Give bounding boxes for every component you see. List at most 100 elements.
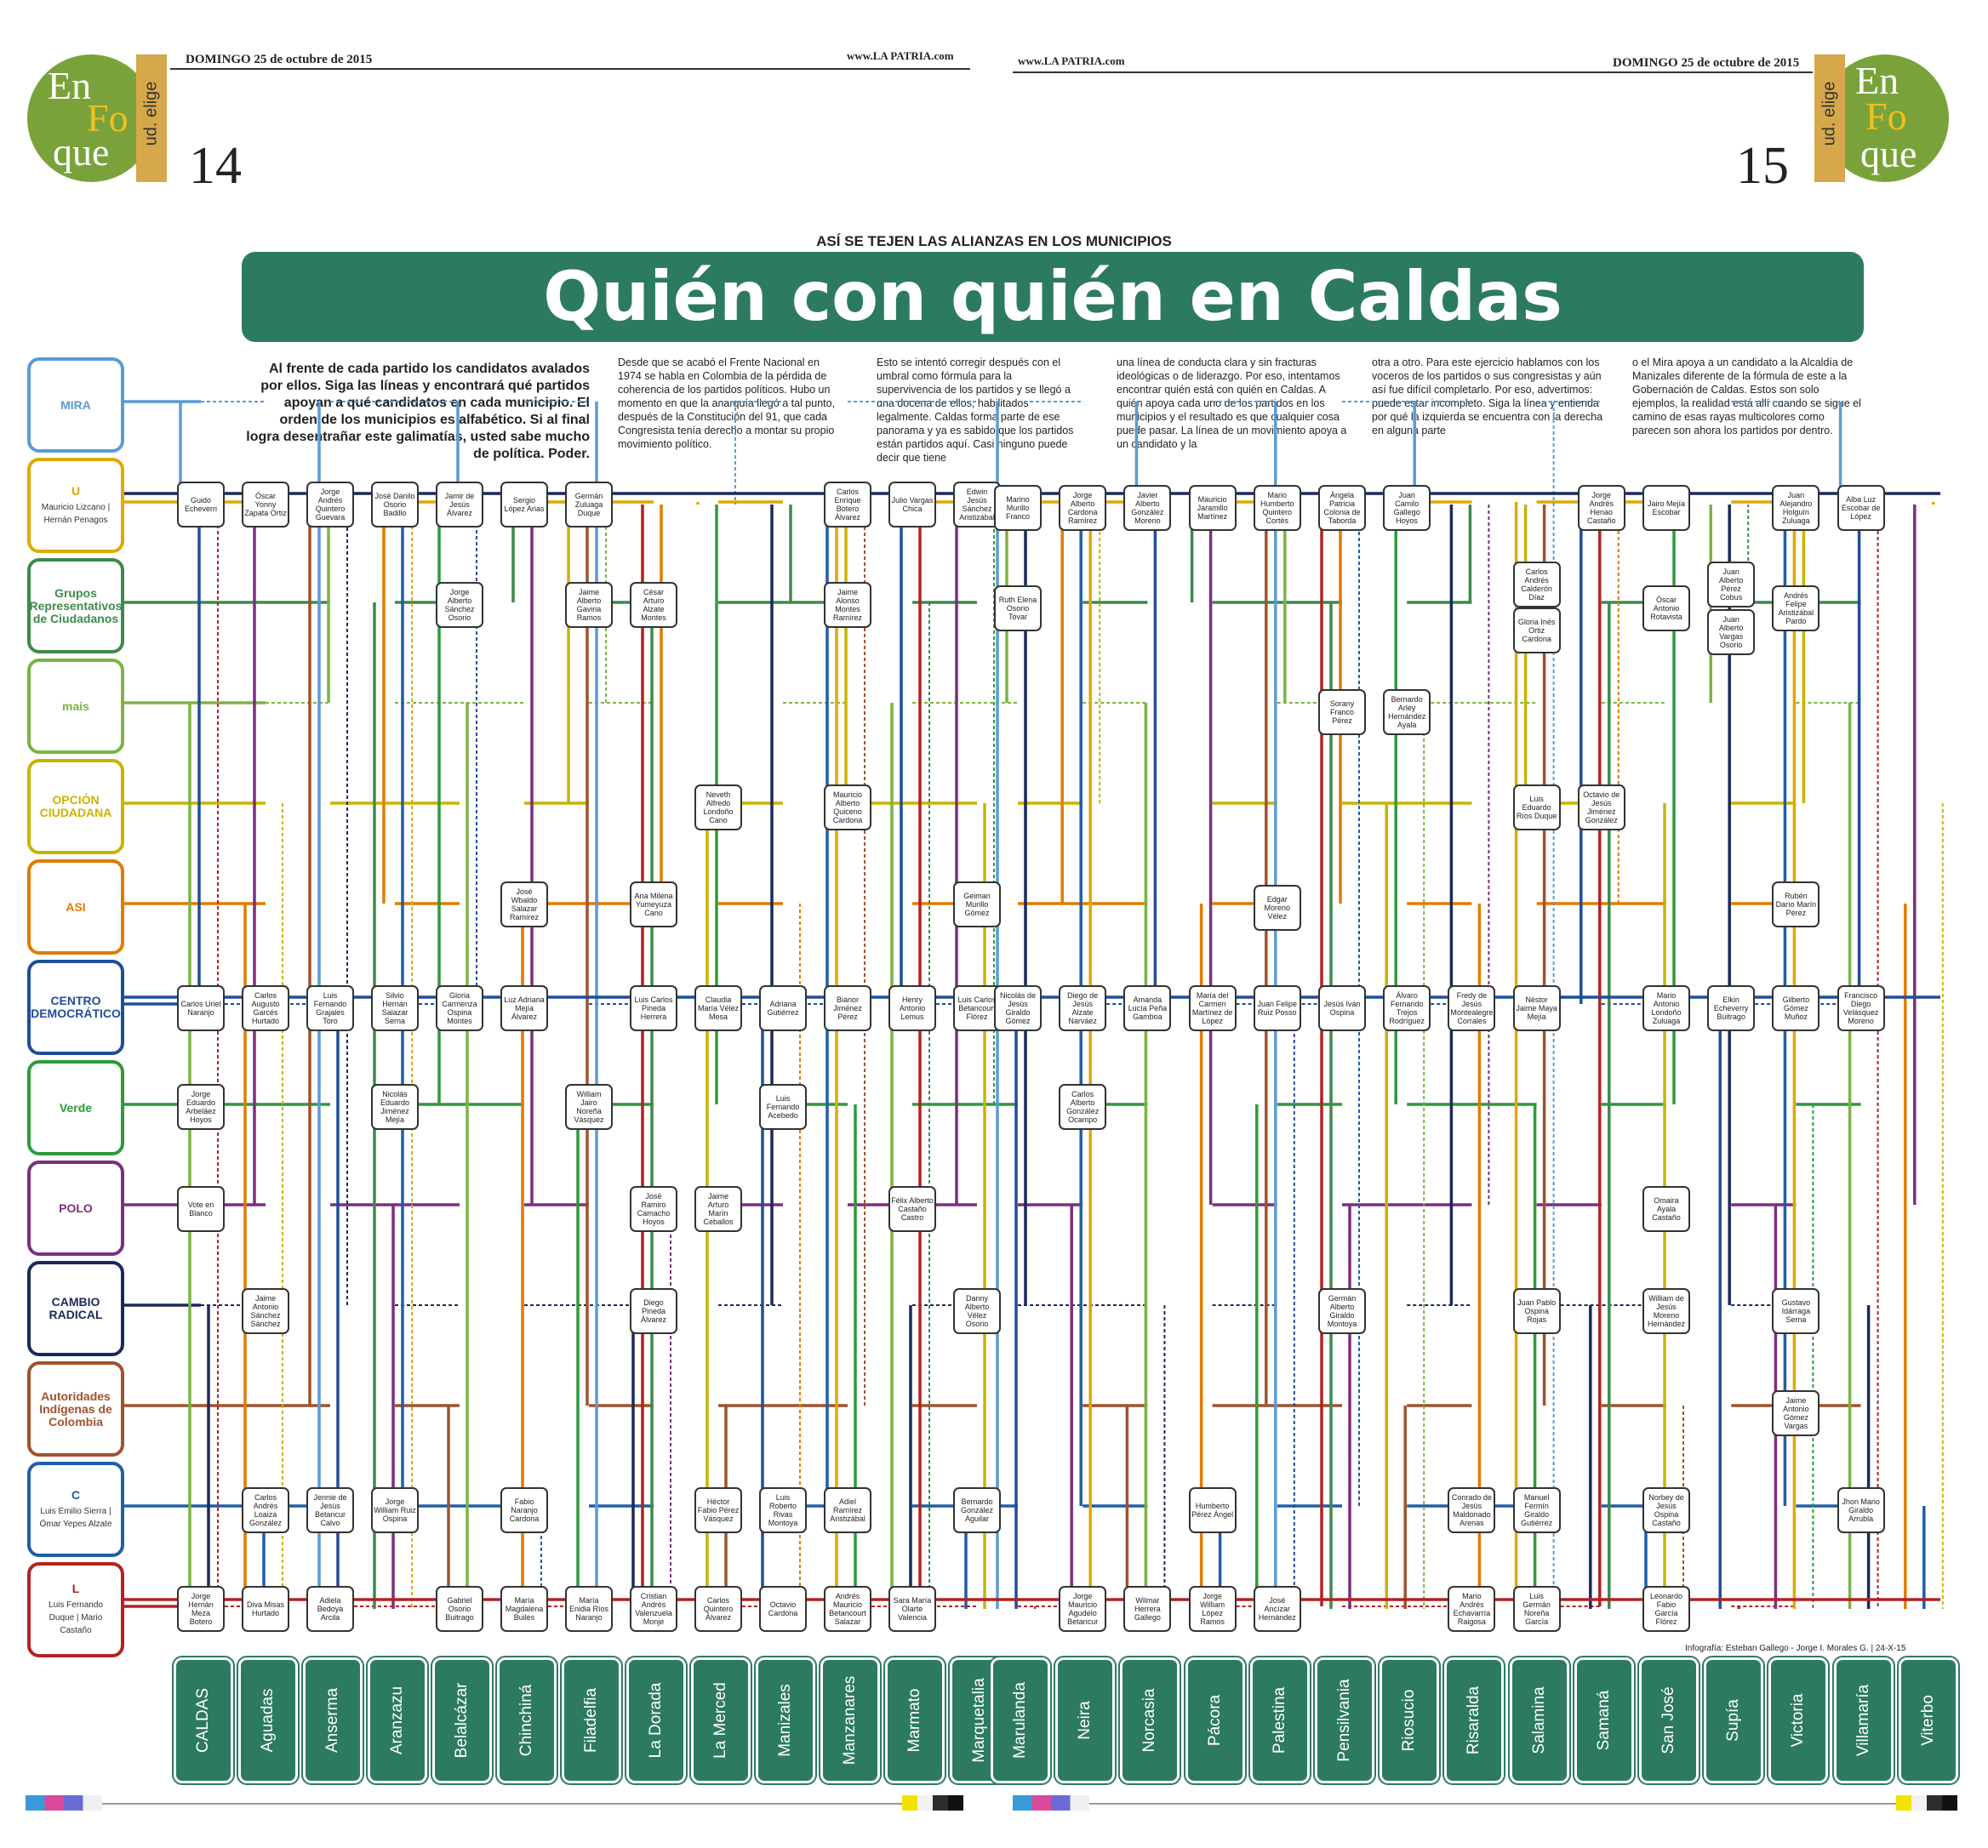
candidate-node: Néstor Jaime Maya Mejía: [1512, 985, 1561, 1031]
registration-bar-left: [26, 1795, 102, 1811]
party-sublabel: Mauricio Lizcano | Hernán Penagos: [41, 502, 111, 525]
candidate-node: Jairo Mejía Escobar: [1642, 485, 1690, 531]
municipio-tab: Salamina: [1509, 1657, 1569, 1783]
party-label: CENTRO DEMOCRÁTICO: [31, 968, 121, 1047]
candidate-node: Mauricio Jaramillo Martínez: [1188, 485, 1237, 531]
text-column-3: una línea de conducta clara y sin fractu…: [1117, 356, 1347, 450]
candidate-node: Carlos Andrés Calderón Díaz: [1512, 562, 1561, 607]
candidate-node: Javier Alberto González Moreno: [1123, 485, 1172, 531]
party-logo-opcion: OPCIÓN CIUDADANA: [27, 759, 124, 854]
headline: Quién con quién en Caldas: [543, 257, 1562, 336]
municipio-name: Marmato: [905, 1688, 923, 1753]
candidate-node: Conrado de Jesús Maldonado Arenas: [1448, 1487, 1496, 1533]
candidate-node: Danny Alberto Vélez Osorio: [953, 1288, 1001, 1334]
candidate-node: Marino Murillo Franco: [994, 485, 1042, 531]
party-label: Grupos Representativos de Ciudadanos: [30, 567, 122, 645]
candidate-node: Jaime Antonio Gómez Vargas: [1772, 1390, 1820, 1436]
candidate-node: Adriana Gutiérrez: [759, 985, 807, 1031]
candidate-node: Gloria Carmenza Ospina Montes: [436, 985, 483, 1031]
candidate-node: Diego de Jesús Alzate Narváez: [1059, 985, 1107, 1031]
infographic-credit: Infografía: Esteban Gallego - Jorge I. M…: [1685, 1644, 1906, 1653]
municipio-tab: Risaralda: [1444, 1657, 1505, 1783]
municipio-name: Viterbo: [1918, 1695, 1937, 1746]
candidate-node: Leonardo Fabio García Flórez: [1642, 1586, 1690, 1632]
candidate-node: Sergio López Arias: [500, 482, 548, 528]
candidate-node: Claudia María Vélez Mesa: [694, 985, 742, 1031]
right-site: www.LA PATRIA.com: [1018, 54, 1125, 67]
municipio-tab: Manzanares: [820, 1657, 880, 1783]
candidate-node: Luis Germán Noreña García: [1512, 1586, 1561, 1632]
municipio-tab: CALDAS: [174, 1657, 233, 1783]
municipio-tab: Norcasia: [1120, 1657, 1180, 1783]
text-column-1: Desde que se acabó el Frente Nacional en…: [618, 356, 836, 450]
candidate-node: Mauricio Alberto Quiceno Cardona: [824, 784, 871, 830]
candidate-node: Vote en Blanco: [177, 1186, 225, 1232]
party-label: ASI: [36, 868, 116, 946]
candidate-node: María Enidia Ríos Naranjo: [565, 1586, 613, 1632]
candidate-node: Jamir de Jesús Álvarez: [436, 482, 483, 528]
candidate-node: Julio Vargas Chica: [888, 482, 936, 528]
candidate-node: José Danilo Osorio Badillo: [371, 482, 419, 528]
candidate-node: Luz Adriana Mejía Álvarez: [500, 985, 548, 1031]
registration-bar-right-end: [1896, 1795, 1957, 1811]
candidate-node: Bianor Jiménez Pérez: [824, 985, 871, 1031]
candidate-node: José Ramiro Camacho Hoyos: [630, 1186, 677, 1232]
party-label: OPCIÓN CIUDADANA: [36, 767, 116, 846]
candidate-node: Juan Pablo Ospina Rojas: [1512, 1288, 1561, 1334]
candidate-node: Ángela Patricia Colonia de Taborda: [1318, 485, 1366, 531]
municipio-name: Marquetalia: [970, 1678, 988, 1763]
municipio-name: Belalcázar: [453, 1682, 471, 1759]
candidate-node: Francisco Diego Velásquez Moreno: [1837, 985, 1885, 1031]
municipio-tab: La Dorada: [626, 1657, 686, 1783]
candidate-node: Jorge William López Ramos: [1188, 1586, 1237, 1632]
candidate-node: Fabio Naranjo Cardona: [500, 1487, 548, 1533]
municipio-tab: Supía: [1704, 1657, 1764, 1783]
candidate-node: Carlos Uriel Naranjo: [177, 985, 225, 1031]
text-column-2: Esto se intentó corregir después con el …: [877, 356, 1074, 464]
candidate-node: Guido Echeverri: [177, 482, 225, 528]
candidate-node: Mario Andrés Echavarría Raigosa: [1448, 1586, 1496, 1632]
candidate-node: Mario Antonio Londoño Zuluaga: [1642, 985, 1690, 1031]
candidate-node: William de Jesús Moreno Hernández: [1642, 1288, 1690, 1334]
candidate-node: Andrés Felipe Aristizábal Pardo: [1772, 585, 1820, 631]
municipio-tab: Belalcázar: [432, 1657, 492, 1783]
candidate-node: Carlos Alberto González Ocampo: [1059, 1084, 1107, 1130]
municipio-name: Riosucio: [1400, 1689, 1419, 1752]
municipio-name: Neira: [1076, 1701, 1094, 1740]
municipio-name: Norcasia: [1140, 1688, 1159, 1753]
municipio-tab: Palestina: [1249, 1657, 1310, 1783]
municipio-tab: Marmato: [885, 1657, 945, 1783]
candidate-node: Wilmar Herrera Gallego: [1123, 1586, 1172, 1632]
candidate-node: Álvaro Fernando Trejos Rodríguez: [1383, 985, 1431, 1031]
candidate-node: Juan Felipe Ruiz Posso: [1253, 985, 1301, 1031]
candidate-node: Juan Alberto Vargas Osorio: [1707, 609, 1756, 655]
candidate-node: Fredy de Jesús Montealegre Corrales: [1448, 985, 1496, 1031]
party-logo-aico: Autoridades Indígenas de Colombia: [27, 1361, 124, 1457]
registration-bar-left-end: [902, 1795, 963, 1811]
left-header-rule: [170, 68, 970, 70]
municipio-name: Chinchiná: [517, 1684, 535, 1757]
candidate-node: Jaime Arturo Marín Ceballos: [694, 1186, 742, 1232]
footer-rule-right: [1089, 1803, 1896, 1805]
candidate-node: Mario Humberto Quintero Cortés: [1253, 485, 1301, 531]
candidate-node: Octavio Cardona: [759, 1586, 807, 1632]
candidate-node: Nicolás Eduardo Jiménez Mejía: [371, 1084, 419, 1130]
municipio-name: Anserma: [323, 1687, 341, 1754]
candidate-node: Gustavo Idárraga Serna: [1772, 1288, 1820, 1334]
municipio-tab: Victoria: [1768, 1657, 1829, 1783]
municipio-tab: Filadelfia: [562, 1657, 621, 1783]
party-label: POLO: [36, 1169, 116, 1247]
candidate-node: Bernardo Arley Hernández Ayala: [1383, 689, 1431, 735]
candidate-node: Henry Antonio Lemus: [888, 985, 936, 1031]
candidate-node: Adiela Bedoya Arcila: [306, 1586, 354, 1632]
candidate-node: Sorany Franco Pérez: [1318, 689, 1366, 735]
party-logo-mira: MIRA: [27, 357, 124, 453]
municipio-tab: Pácora: [1185, 1657, 1245, 1783]
candidate-node: Andrés Mauricio Betancourt Salazar: [824, 1586, 871, 1632]
municipio-name: Manzanares: [841, 1675, 859, 1765]
party-label: mais: [36, 667, 116, 745]
candidate-node: Cristian Andrés Valenzuela Monje: [630, 1586, 677, 1632]
candidate-node: Juan Alberto Pérez Cobus: [1707, 562, 1756, 607]
candidate-node: Germán Zuluaga Duque: [565, 482, 613, 528]
